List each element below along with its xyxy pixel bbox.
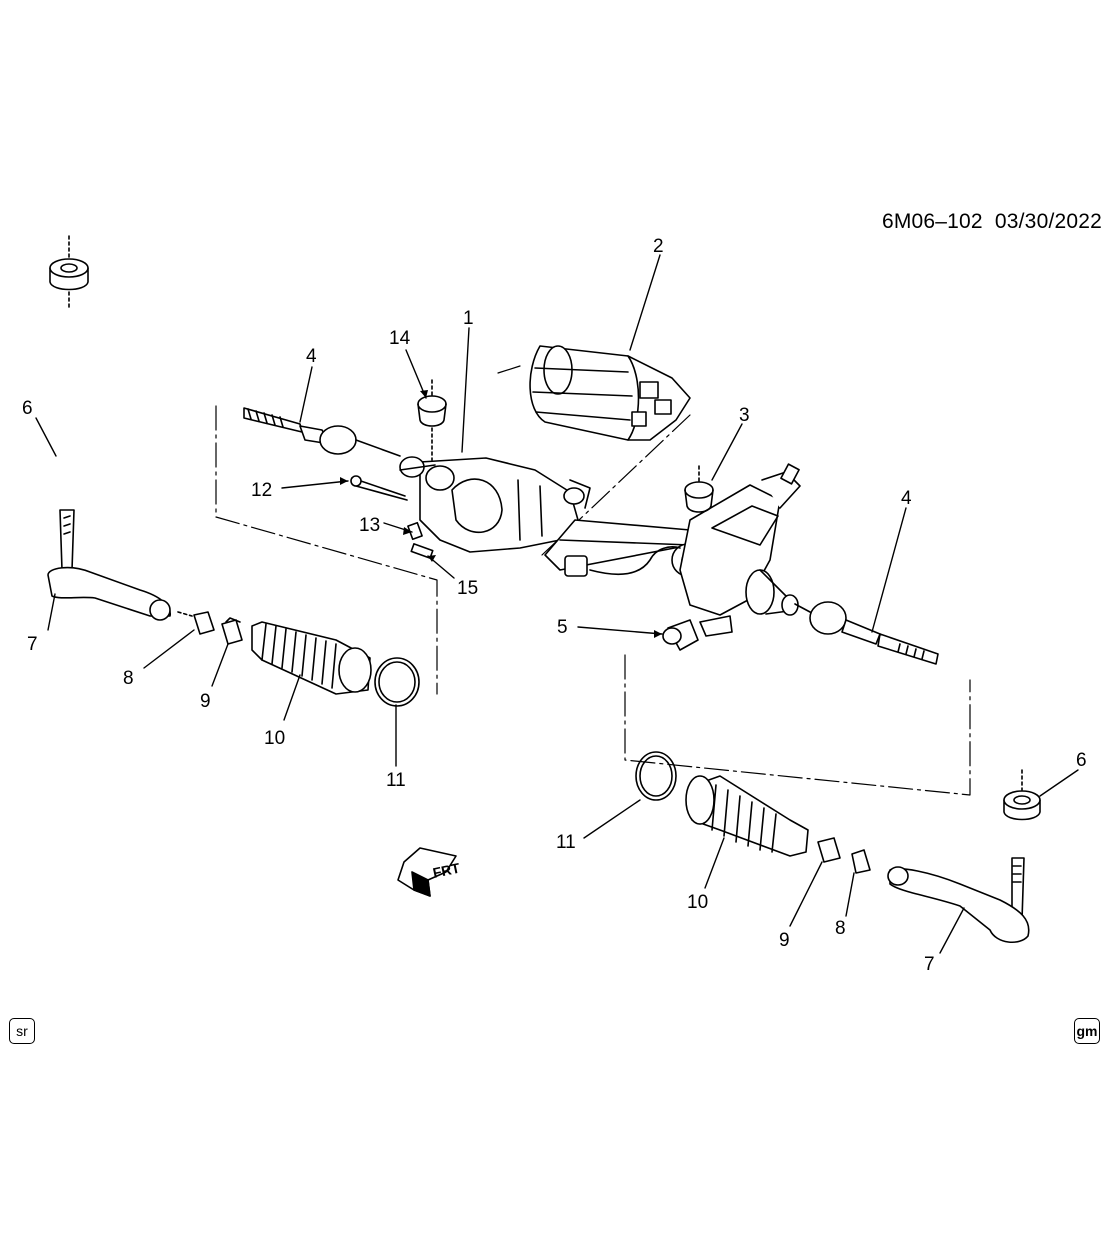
callout-9-left: 9 [200,691,211,712]
callout-11-left: 11 [386,770,406,791]
callout-12: 12 [251,480,272,501]
leader-arrowheads [340,390,662,638]
bracket-left [215,405,438,695]
callout-8-right: 8 [835,918,846,939]
motor-assembly [529,345,691,441]
jam-nut-right [851,849,871,874]
callout-4-right: 4 [901,488,912,509]
callout-6-right: 6 [1076,750,1087,771]
boot-clamp-large-right [635,751,677,801]
inner-tie-rod-left [243,407,401,457]
callout-6-left: 6 [22,398,33,419]
callout-7-right: 7 [924,954,935,975]
document-date: 03/30/2022 [994,210,1102,233]
callout-3: 3 [739,405,750,426]
outer-tie-rod-end-right [887,857,1030,943]
callout-10-right: 10 [687,892,708,913]
bracket-right [624,654,971,796]
inner-tie-rod-right [794,601,939,665]
nut-6-left [49,235,89,309]
pinion-housing [679,463,801,637]
boot-left [251,621,372,695]
boot-clamp-small-right [817,837,841,863]
sr-badge: sr [9,1018,35,1044]
leader-lines [35,254,1079,954]
callout-9-right: 9 [779,930,790,951]
bushing-5 [662,619,699,651]
diagram-id: 6M06–102 03/30/2022 [882,210,1102,234]
callout-15: 15 [457,578,478,599]
callout-4-left: 4 [306,346,317,367]
outer-tie-rod-end-left [47,509,171,621]
callout-10-left: 10 [264,728,285,749]
callout-1: 1 [463,308,474,329]
nut-6-right [1003,769,1041,821]
gm-logo: gm [1074,1018,1100,1044]
callout-7-left: 7 [27,634,38,655]
bushing-3 [684,465,714,513]
jam-nut-left [177,611,215,635]
pin-13 [407,521,423,541]
bolt-12 [350,475,408,501]
front-direction-label: FRT [431,860,461,881]
document-number: 6M06–102 [881,210,983,233]
boot-clamp-small-left [221,617,243,645]
bushing-14 [417,379,447,461]
boot-clamp-large-left [374,657,420,707]
wiring-harness [564,546,681,577]
callout-5: 5 [557,617,568,638]
callout-14: 14 [389,328,411,349]
pin-15 [410,543,434,559]
boot-right [685,775,809,857]
steering-gear-housing [399,456,591,553]
callout-labels: 1 2 3 4 4 5 6 6 7 7 8 8 9 9 10 10 11 11 … [22,236,1087,975]
callout-8-left: 8 [123,668,134,689]
callout-2: 2 [653,236,664,257]
callout-11-right: 11 [556,832,576,853]
callout-13: 13 [359,515,380,536]
front-direction-arrow [397,847,457,897]
